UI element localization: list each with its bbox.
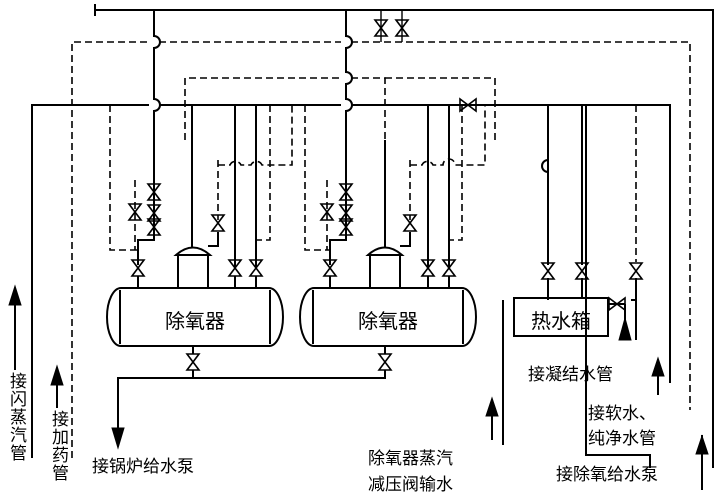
right-feed-line [585, 105, 651, 468]
hot-water-tank-vessel [513, 297, 609, 337]
steam-reducing-inlet [485, 396, 499, 440]
boiler-feed-pump-label: 接锅炉给水泵 [92, 457, 194, 477]
chemical-dosing-inlet [50, 364, 64, 408]
main-steam-header [31, 104, 671, 458]
chemical-dosing-label: 接加药管 [48, 410, 68, 482]
dashed-header-2 [184, 77, 496, 140]
boiler-feed-arrow [111, 427, 125, 450]
deaerator-1-piping [109, 105, 293, 288]
top-return-line [94, 4, 714, 468]
top-valves [374, 10, 409, 42]
hot-water-tank-piping [541, 105, 643, 341]
deaerator-2-piping [304, 105, 486, 288]
feed-pump-outlet-arrow [695, 434, 709, 490]
soft-water-label-line2: 纯净水管 [588, 429, 656, 449]
pipe-crossovers [153, 10, 353, 185]
soft-water-inlet [651, 356, 665, 395]
deaerated-feed-pump-label: 接除氧给水泵 [556, 465, 658, 485]
deaerator-2-label: 除氧器 [358, 309, 418, 333]
deaerator-steam-label-line2: 减压阀输水 [368, 475, 453, 495]
dashed-header-1 [71, 41, 691, 458]
steam-reducing-line [502, 105, 549, 445]
flash-steam-label: 接闪蒸汽管 [6, 372, 26, 462]
deaerator-1-label: 除氧器 [165, 309, 225, 333]
deaerator-outlet-line [111, 346, 392, 450]
hot-water-tank-label: 热水箱 [531, 309, 591, 333]
condensate-label: 接凝结水管 [528, 365, 613, 385]
deaerator-2-vessel [299, 246, 477, 347]
deaerator-steam-label-line1: 除氧器蒸汽 [368, 449, 453, 469]
soft-water-label-line1: 接软水、 [588, 404, 656, 424]
deaerator-1-vessel [106, 246, 284, 347]
condensate-arrow [618, 316, 632, 341]
flash-steam-inlet [8, 284, 22, 370]
